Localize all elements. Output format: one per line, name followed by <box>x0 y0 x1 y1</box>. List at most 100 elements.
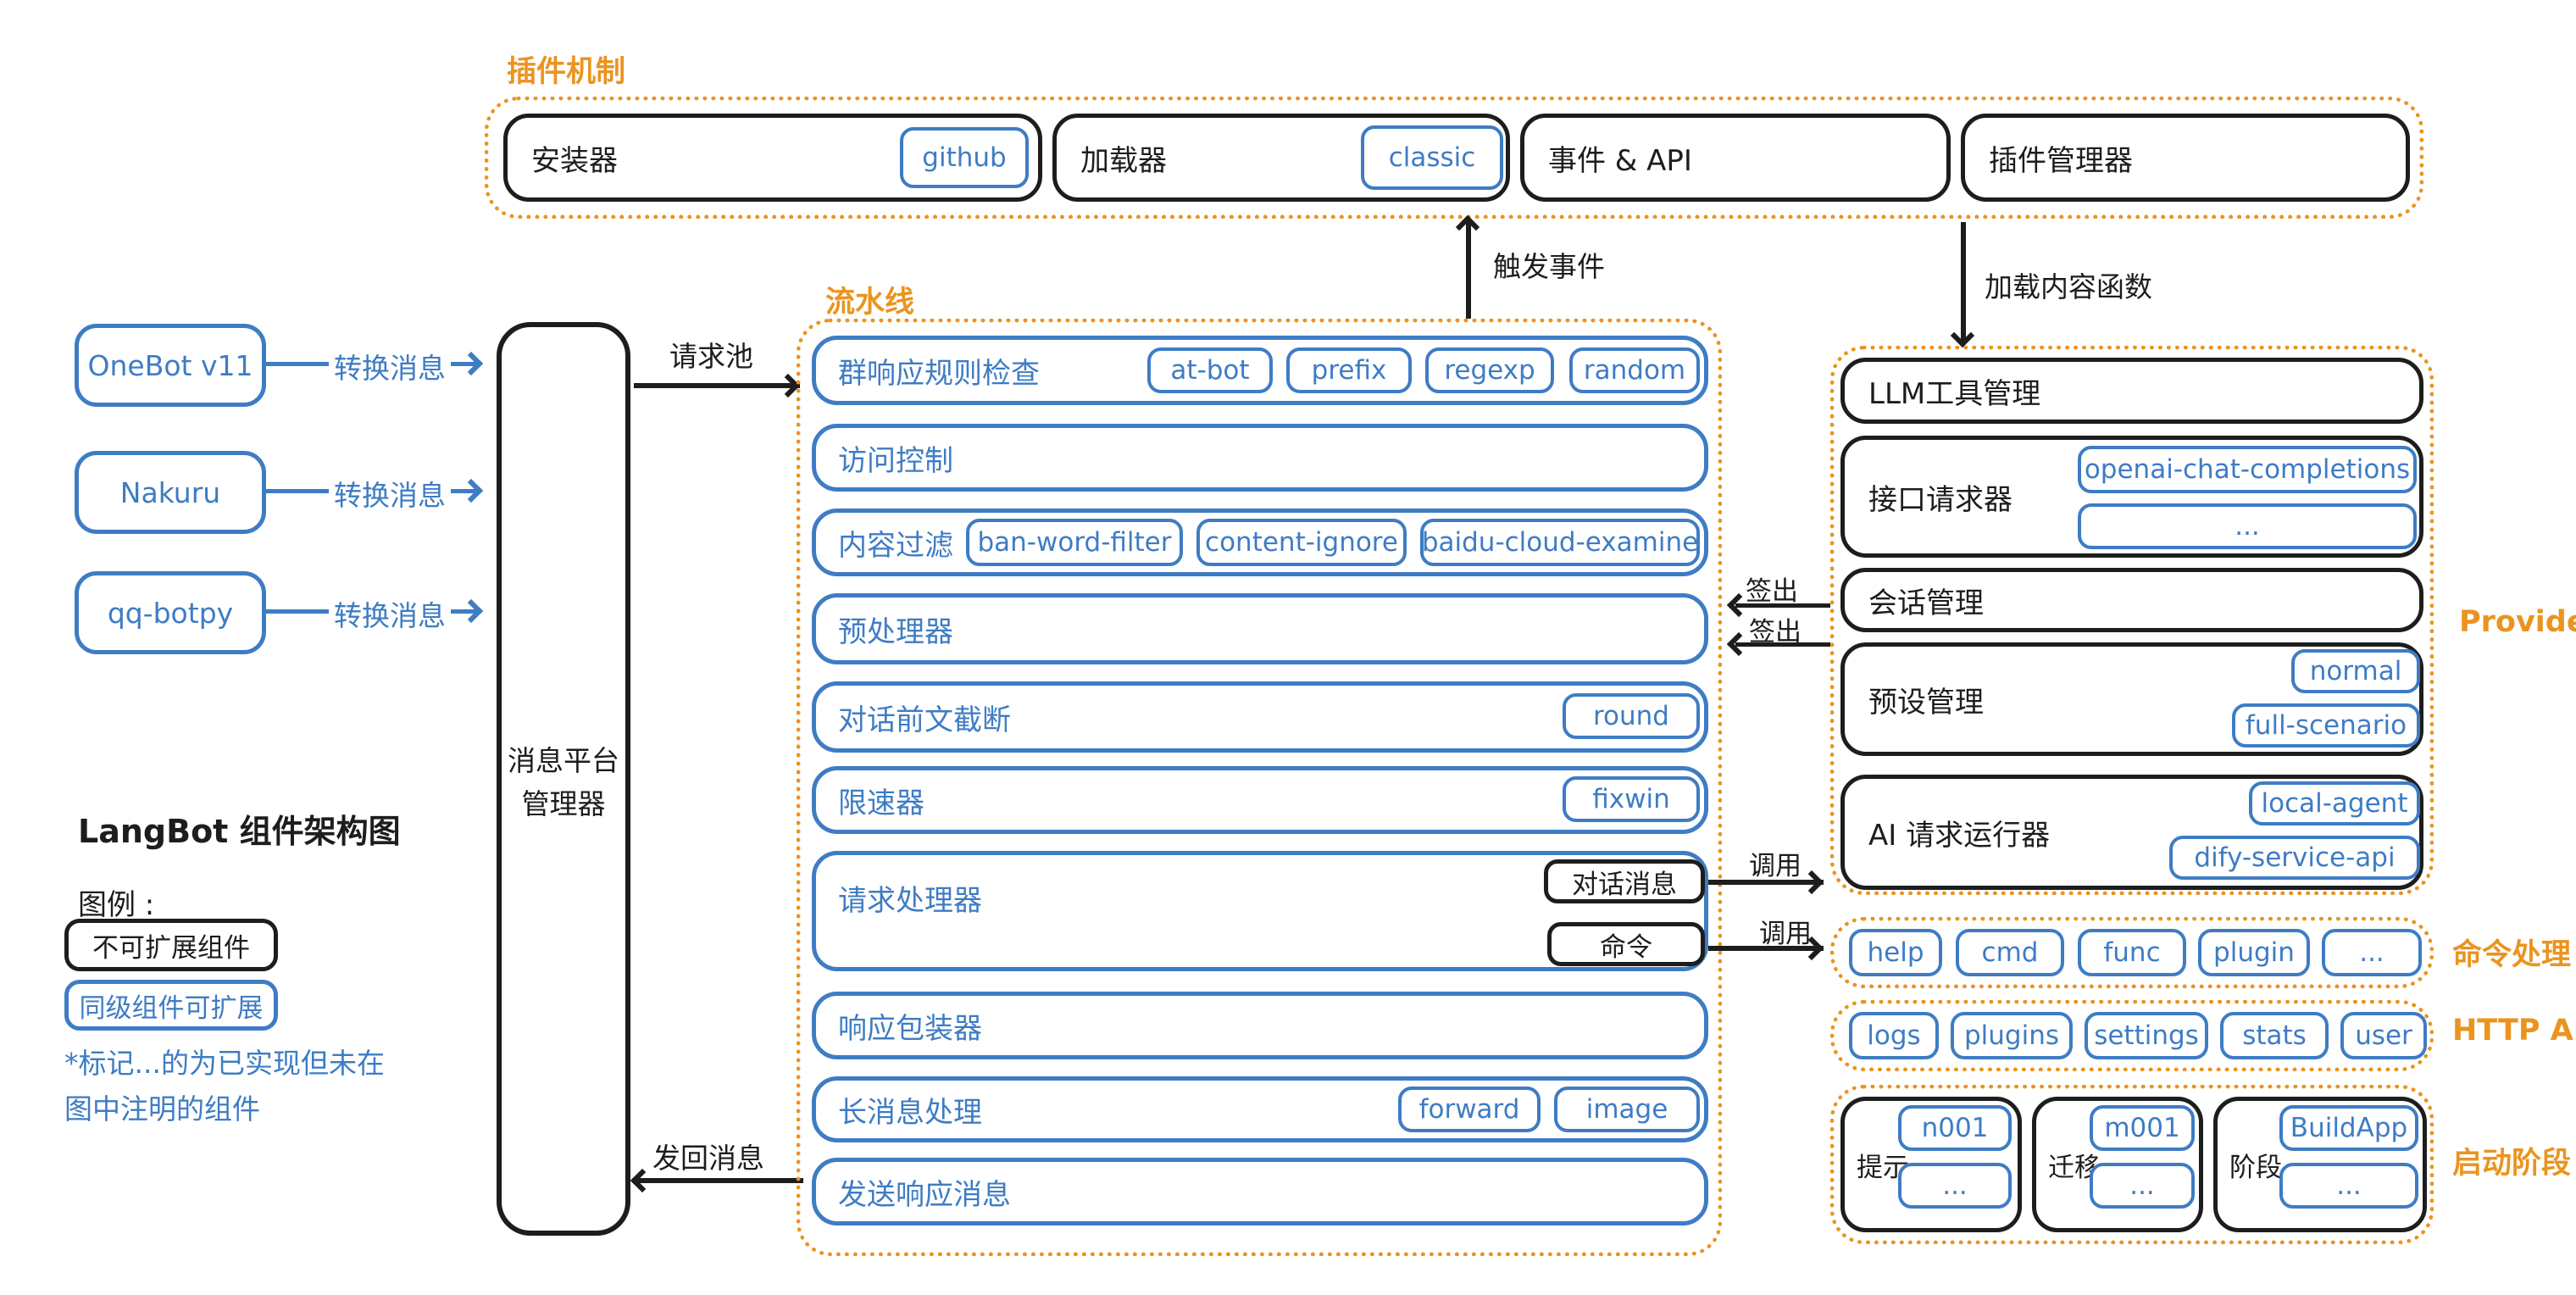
row-title: 预处理器 <box>838 614 953 649</box>
legend-heading: 图例 : <box>78 888 155 922</box>
badge-regexp: regexp <box>1425 347 1554 393</box>
convert-message-label-3: 转换消息 <box>329 593 451 634</box>
event-api-box: 事件 & API <box>1520 114 1951 202</box>
badge-content-ignore: content-ignore <box>1196 519 1407 566</box>
badge-buildapp: BuildApp <box>2279 1105 2418 1151</box>
loader-badge-classic: classic <box>1361 125 1503 190</box>
group-title: 阶段 <box>2229 1152 2282 1183</box>
pipeline-row-context-truncate: 对话前文截断 <box>812 681 1708 753</box>
pipeline-row-access-control: 访问控制 <box>812 424 1708 492</box>
row-title: 限速器 <box>838 786 924 820</box>
badge-ellipsis: ... <box>2322 929 2422 976</box>
load-content-arrow-line <box>1961 222 1966 342</box>
request-pool-arrow-line <box>634 383 800 388</box>
pipeline-label: 流水线 <box>825 286 915 320</box>
arrowhead-left-icon <box>630 1168 655 1193</box>
load-content-label: 加载内容函数 <box>1985 270 2152 303</box>
badge-ban-word-filter: ban-word-filter <box>966 519 1183 566</box>
badge-at-bot: at-bot <box>1147 347 1273 393</box>
event-api-title: 事件 & API <box>1548 143 1692 178</box>
row-title: 请求处理器 <box>838 884 982 918</box>
badge-stats: stats <box>2220 1012 2329 1059</box>
badge-random: random <box>1569 347 1700 393</box>
llm-tool-manager-box: LLM工具管理 <box>1840 358 2423 424</box>
trigger-event-label: 触发事件 <box>1493 250 1605 283</box>
box-title: AI 请求运行器 <box>1868 818 2051 853</box>
request-pool-label: 请求池 <box>669 340 753 373</box>
http-api-section-label: HTTP API <box>2452 1014 2576 1048</box>
box-title: 会话管理 <box>1868 586 1984 620</box>
arrowhead-down-icon <box>1950 323 1975 348</box>
convert-message-label-1: 转换消息 <box>329 346 451 386</box>
plugin-manager-box: 插件管理器 <box>1961 114 2410 202</box>
plugin-manager-title: 插件管理器 <box>1989 143 2133 178</box>
arrowhead-left-icon <box>1726 631 1752 657</box>
box-title: LLM工具管理 <box>1868 376 2041 411</box>
checkout-arrow-line-1 <box>1735 603 1830 608</box>
plugin-section-container <box>485 97 2423 219</box>
legend-extensible: 同级组件可扩展 <box>64 980 278 1031</box>
badge-settings: settings <box>2085 1012 2208 1059</box>
command-container <box>1830 917 2434 988</box>
badge-plugins: plugins <box>1951 1012 2073 1059</box>
plugin-section-label: 插件机制 <box>507 55 626 89</box>
legend-note-line1: *标记...的为已实现但未在 <box>64 1047 385 1080</box>
provider-label: Provider <box>2459 605 2576 639</box>
row-title: 访问控制 <box>838 443 953 478</box>
arrowhead-right-icon <box>458 598 484 624</box>
adapter-onebot: OneBot v11 <box>75 324 266 407</box>
pipeline-row-send-response: 发送响应消息 <box>812 1158 1708 1226</box>
checkout-arrow-line-2 <box>1735 642 1830 647</box>
badge-round: round <box>1563 693 1700 739</box>
checkout-label-1: 签出 <box>1746 576 1798 607</box>
row-title: 对话前文截断 <box>838 703 1011 737</box>
badge-fixwin: fixwin <box>1563 776 1700 822</box>
trigger-event-arrow-line <box>1466 222 1471 319</box>
row-title: 发送响应消息 <box>838 1177 1011 1212</box>
loader-title: 加载器 <box>1080 143 1167 178</box>
invoke-arrow-line-2 <box>1708 946 1824 951</box>
installer-badge-github: github <box>900 127 1029 188</box>
startup-section-label: 启动阶段 <box>2452 1147 2572 1181</box>
pipeline-row-response-wrapper: 响应包装器 <box>812 992 1708 1059</box>
diagram-title: LangBot 组件架构图 <box>78 813 401 850</box>
adapter-qq-botpy: qq-botpy <box>75 571 266 654</box>
badge-normal: normal <box>2291 649 2420 693</box>
installer-title: 安装器 <box>531 143 618 178</box>
badge-ellipsis: ... <box>2078 503 2417 549</box>
badge-m001: m001 <box>2090 1105 2195 1151</box>
box-title: 预设管理 <box>1868 685 1984 720</box>
badge-dify-service-api: dify-service-api <box>2169 836 2420 880</box>
legend-note-line2: 图中注明的组件 <box>64 1092 260 1125</box>
command-section-label: 命令处理 <box>2452 938 2572 972</box>
convert-message-label-2: 转换消息 <box>329 473 451 514</box>
provider-container <box>1830 346 2434 895</box>
session-manager-box: 会话管理 <box>1840 568 2423 632</box>
send-back-arrow-line <box>637 1178 803 1183</box>
startup-container <box>1830 1085 2434 1244</box>
row-title: 内容过滤 <box>838 528 953 563</box>
row-title: 响应包装器 <box>838 1011 982 1046</box>
badge-n001: n001 <box>1898 1105 2012 1151</box>
row-title: 长消息处理 <box>838 1095 982 1130</box>
badge-image: image <box>1554 1087 1700 1132</box>
tag-command: 命令 <box>1547 922 1705 966</box>
badge-help: help <box>1849 929 1942 976</box>
badge-openai-chat-completions: openai-chat-completions <box>2078 446 2417 493</box>
badge-local-agent: local-agent <box>2249 781 2420 825</box>
adapter-nakuru: Nakuru <box>75 451 266 534</box>
badge-forward: forward <box>1398 1087 1541 1132</box>
invoke-label-1: 调用 <box>1749 851 1802 881</box>
box-title: 接口请求器 <box>1868 482 2012 517</box>
badge-ellipsis: ... <box>1898 1163 2012 1209</box>
platform-manager-line1: 消息平台 <box>508 744 619 777</box>
invoke-arrow-line-1 <box>1708 880 1824 885</box>
arrowhead-right-icon <box>1799 870 1824 895</box>
arrowhead-right-icon <box>458 478 484 503</box>
badge-func: func <box>2078 929 2186 976</box>
row-title: 群响应规则检查 <box>838 356 1040 391</box>
badge-logs: logs <box>1849 1012 1939 1059</box>
tag-dialog-message: 对话消息 <box>1544 859 1705 903</box>
badge-baidu-cloud-examine: baidu-cloud-examine <box>1420 519 1700 566</box>
